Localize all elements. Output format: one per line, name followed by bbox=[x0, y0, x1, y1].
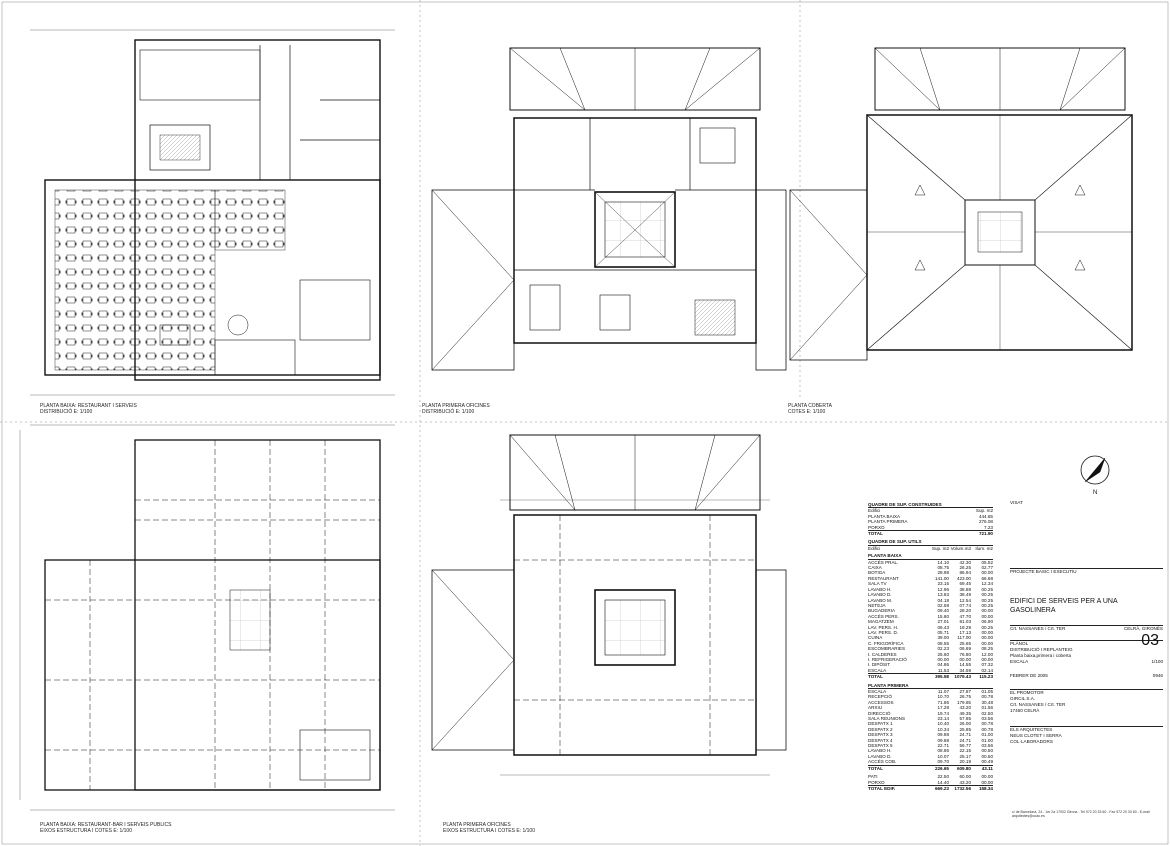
drawing-caption: PLANTA BAIXA: RESTAURANT-BAR I SERVEIS P… bbox=[40, 822, 171, 834]
built-surfaces-header: QUADRE DE SUP. CONSTRUIDES bbox=[868, 502, 993, 509]
north-arrow-icon: N bbox=[1080, 455, 1110, 496]
drawing-title: PLANTA PRIMERA OFICINES bbox=[422, 403, 490, 409]
plan-number: 03 bbox=[1141, 632, 1159, 649]
plan-first-floor bbox=[431, 47, 787, 371]
plan-ground-floor bbox=[30, 29, 395, 396]
drawing-subtitle: COTES E: 1/100 bbox=[788, 409, 826, 415]
title-block: VISAT PROJECTE BASIC I EXECUTIU EDIFICI … bbox=[1010, 500, 1163, 812]
plan-first-structure bbox=[431, 434, 787, 776]
scale-row: ESCALA 1/100 bbox=[1010, 659, 1163, 664]
plan-roof bbox=[789, 47, 1133, 361]
grand-total: TOTAL EDIF. 669.23 1732.56 158.34 bbox=[868, 784, 993, 791]
promoter-city: 17460 CELRÀ bbox=[1010, 708, 1040, 713]
drawing-caption: PLANTA PRIMERA OFICINES EIXOS ESTRUCTURA… bbox=[443, 822, 535, 834]
plan-name: DISTRIBUCIÓ I REPLANTEIG bbox=[1010, 647, 1073, 652]
first-total: TOTAL 226.65 609.80 43.11 bbox=[868, 764, 993, 771]
visat-label: VISAT bbox=[1010, 500, 1023, 505]
drawing-caption: PLANTA PRIMERA OFICINES DISTRIBUCIÓ E: 1… bbox=[422, 403, 490, 415]
drawing-subtitle: DISTRIBUCIÓ E: 1/100 bbox=[40, 409, 93, 415]
drawing-subtitle: EIXOS ESTRUCTURA I COTES E: 1/100 bbox=[40, 828, 132, 834]
first-floor-header: PLANTA PRIMERA bbox=[868, 683, 993, 689]
architects-names: NEUS CLOTET I SERRA bbox=[1010, 733, 1062, 738]
plan-ground-structure bbox=[19, 424, 395, 811]
built-columns: Edifici Sup. m2 bbox=[868, 508, 993, 514]
project-type: PROJECTE BASIC I EXECUTIU bbox=[1010, 568, 1163, 575]
drawing-subtitle: DISTRIBUCIÓ E: 1/100 bbox=[422, 409, 475, 415]
drawing-title: PLANTA PRIMERA OFICINES bbox=[443, 822, 511, 828]
useful-surfaces-header: QUADRE DE SUP. UTILS bbox=[868, 539, 993, 546]
project-address: Crt. NASSANES / Crt. TER CELRÀ, GIRONÈS bbox=[1010, 625, 1163, 631]
plan-label: PLÀNOL bbox=[1010, 640, 1163, 647]
promoter-label: EL PROMOTOR bbox=[1010, 689, 1163, 696]
plan-description: Planta baixa,primera i coberta bbox=[1010, 653, 1072, 658]
promoter-name: GIRCIL S.A. bbox=[1010, 696, 1036, 701]
surfaces-schedule: QUADRE DE SUP. CONSTRUIDES Edifici Sup. … bbox=[868, 500, 993, 809]
collaborators-label: COL·LABORADORS bbox=[1010, 739, 1053, 744]
office-contact: c/ de Barcelona, 24 - 1er 2a 17002 Giron… bbox=[1012, 810, 1150, 818]
svg-text:N: N bbox=[1093, 490, 1097, 496]
date-row: FEBRER DE 2005 0946 bbox=[1010, 673, 1163, 678]
built-total: TOTAL 721.90 bbox=[868, 530, 993, 537]
drawing-caption: PLANTA COBERTA COTES E: 1/100 bbox=[788, 403, 832, 415]
drawing-subtitle: EIXOS ESTRUCTURA I COTES E: 1/100 bbox=[443, 828, 535, 834]
drawing-caption: PLANTA BAIXA: RESTAURANT I SERVEIS DISTR… bbox=[40, 403, 137, 415]
drawing-title: PLANTA COBERTA bbox=[788, 403, 832, 409]
drawing-title: PLANTA BAIXA: RESTAURANT-BAR I SERVEIS P… bbox=[40, 822, 172, 828]
ground-total: TOTAL 395.58 1079.43 115.23 bbox=[868, 673, 993, 680]
ground-floor-header: PLANTA BAIXA bbox=[868, 553, 993, 560]
drawing-title: PLANTA BAIXA: RESTAURANT I SERVEIS bbox=[40, 403, 137, 409]
architects-label: ELS ARQUITECTES bbox=[1010, 726, 1163, 733]
promoter-address: Crt. NASSANES / Crt. TER bbox=[1010, 702, 1066, 707]
useful-columns: Edifici Sup. m2 Volum.m3 Ilum. m2 bbox=[868, 545, 993, 551]
project-title: EDIFICI DE SERVEIS PER A UNA GASOLINERA bbox=[1010, 598, 1118, 614]
